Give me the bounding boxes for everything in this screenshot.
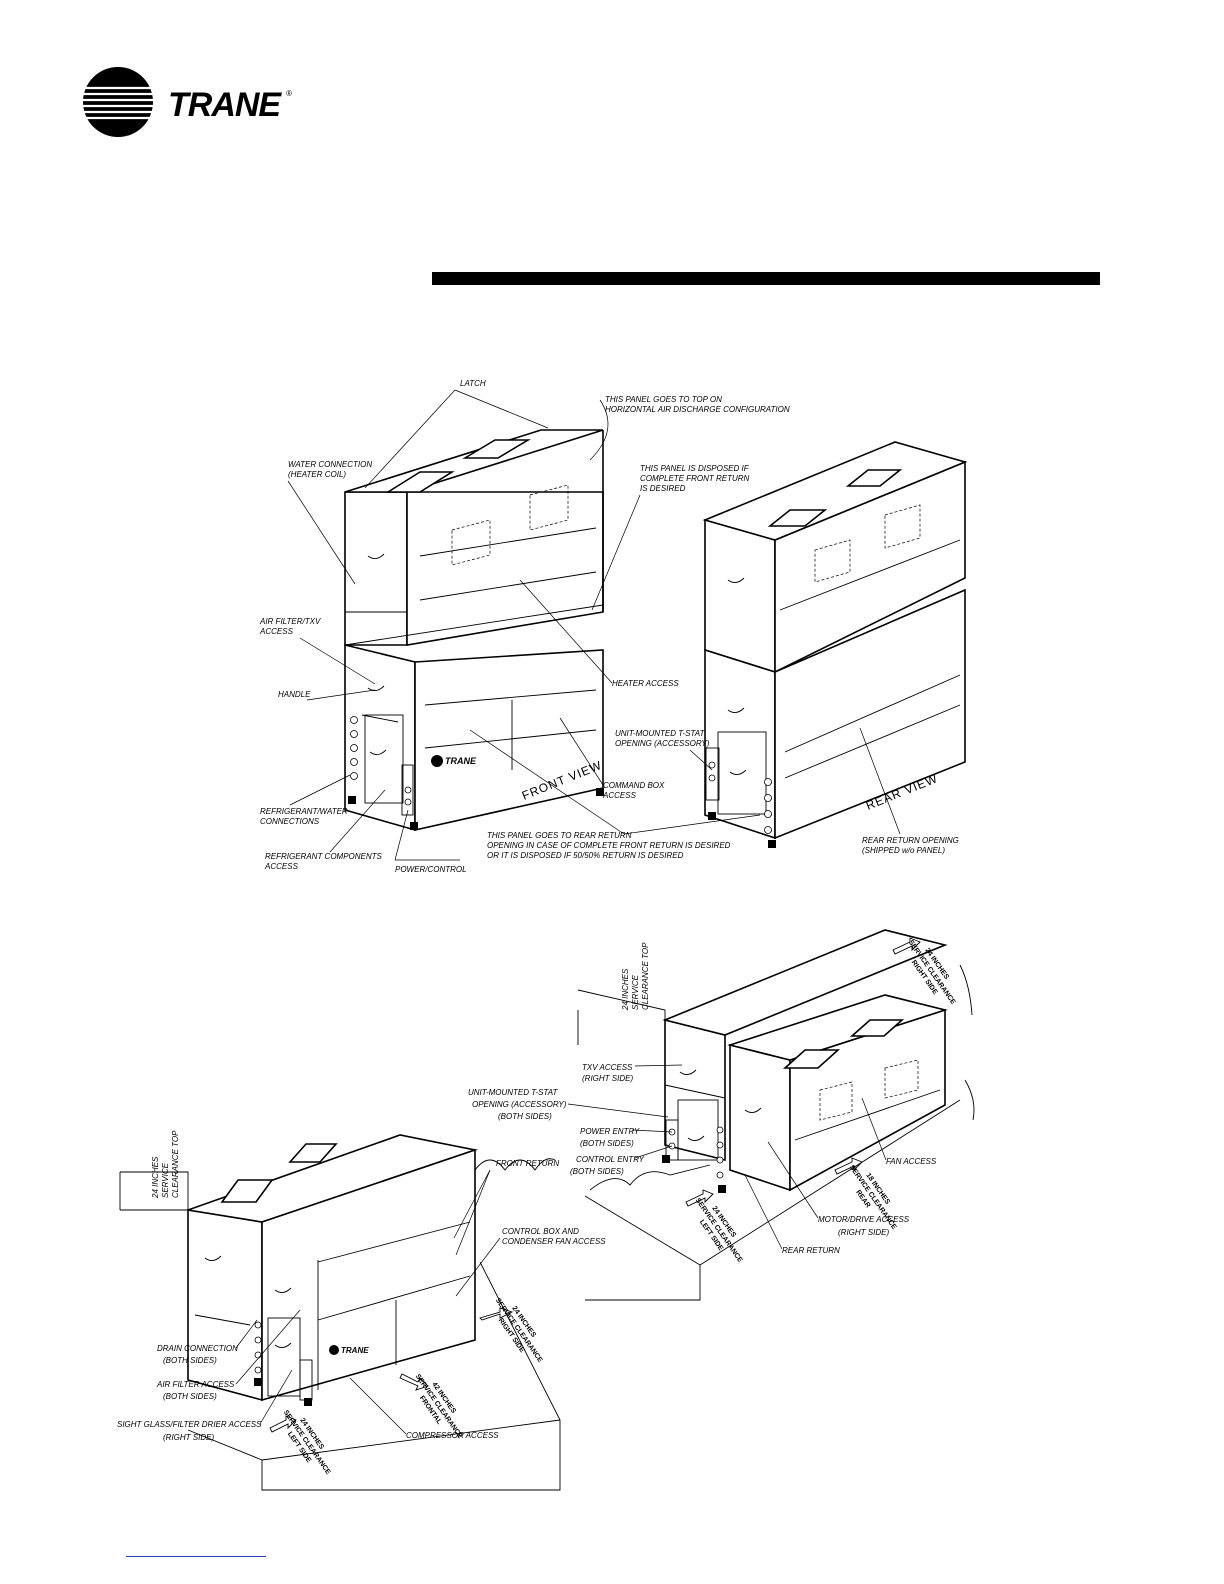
label-cbox-2: CONDENSER FAN ACCESS: [502, 1237, 606, 1246]
label-top-clear-b-3: CLEARANCE TOP: [641, 942, 650, 1010]
trane-globe-icon: TRANE ®: [82, 67, 292, 137]
label-panel-top-1: THIS PANEL GOES TO TOP ON: [605, 395, 722, 404]
label-disposed-1: THIS PANEL IS DISPOSED IF: [640, 464, 750, 473]
handle-icon: [367, 685, 385, 691]
label-compressor: COMPRESSOR ACCESS: [406, 1431, 499, 1440]
rear-view-unit: [702, 441, 968, 848]
label-refwater-2: CONNECTIONS: [260, 817, 320, 826]
label-tstat-1: UNIT-MOUNTED T-STAT: [615, 729, 705, 738]
footer-link-underline: [126, 1556, 266, 1557]
header-rule: [432, 272, 1100, 285]
registered-mark: ®: [286, 89, 292, 98]
label-tstat-b-3: (BOTH SIDES): [498, 1112, 552, 1121]
label-drain-2: (BOTH SIDES): [163, 1356, 217, 1365]
label-motor-1: MOTOR/DRIVE ACCESS: [818, 1215, 910, 1224]
label-sight-2: (RIGHT SIDE): [163, 1433, 214, 1442]
label-refwater-1: REFRIGERANT/WATER: [260, 807, 348, 816]
trane-logo: TRANE ®: [82, 66, 302, 138]
front-view-unit: TRANE: [344, 429, 604, 832]
handle-icon: [274, 1342, 292, 1348]
label-airfilter-1: AIR FILTER ACCESS: [156, 1380, 235, 1389]
handle-icon: [679, 1069, 697, 1075]
label-drain-1: DRAIN CONNECTION: [157, 1344, 238, 1353]
label-rear-opening-2: (SHIPPED w/o PANEL): [862, 846, 945, 855]
handle-icon: [367, 553, 385, 559]
label-command-2: ACCESS: [602, 791, 637, 800]
label-water-1: WATER CONNECTION: [288, 460, 372, 469]
label-power-entry-1: POWER ENTRY: [580, 1127, 640, 1136]
upper-labels: LATCH THIS PANEL GOES TO TOP ON HORIZONT…: [259, 379, 959, 874]
label-top-clear-3: CLEARANCE TOP: [171, 1130, 180, 1198]
label-power-entry-2: (BOTH SIDES): [580, 1139, 634, 1148]
label-rear-return-note-1: THIS PANEL GOES TO REAR RETURN: [487, 831, 632, 840]
handle-icon: [204, 1255, 222, 1261]
label-panel-top-2: HORIZONTAL AIR DISCHARGE CONFIGURATION: [605, 405, 790, 414]
label-top-clear-1: 24 INCHES: [151, 1156, 160, 1199]
label-disposed-2: COMPLETE FRONT RETURN: [640, 474, 750, 483]
svg-text:TRANE: TRANE: [341, 1346, 369, 1355]
lower-left-unit: TRANE: [119, 1134, 561, 1491]
label-rear-return: REAR RETURN: [782, 1246, 840, 1255]
label-power-control: POWER/CONTROL: [395, 865, 467, 874]
label-airfilter-2: (BOTH SIDES): [163, 1392, 217, 1401]
svg-text:TRANE: TRANE: [445, 756, 477, 766]
label-fan-access: FAN ACCESS: [886, 1157, 937, 1166]
label-txv-1: TXV ACCESS: [582, 1063, 633, 1072]
label-sight-1: SIGHT GLASS/FILTER DRIER ACCESS: [117, 1420, 262, 1429]
label-filter-txv-2: ACCESS: [259, 627, 294, 636]
label-command-1: COMMAND BOX: [603, 781, 665, 790]
label-refcomp-2: ACCESS: [264, 862, 299, 871]
label-rear-opening-1: REAR RETURN OPENING: [862, 836, 959, 845]
label-tstat-2: OPENING (ACCESSORY): [615, 739, 710, 748]
lower-right-unit: [577, 929, 975, 1301]
label-water-2: (HEATER COIL): [288, 470, 346, 479]
handle-icon: [369, 749, 387, 755]
label-top-clear-2: SERVICE: [161, 1162, 170, 1198]
handle-icon: [687, 1135, 705, 1141]
label-rear-return-note-3: OR IT IS DISPOSED IF 50/50% RETURN IS DE…: [487, 851, 684, 860]
label-tstat-b-1: UNIT-MOUNTED T-STAT: [468, 1088, 558, 1097]
trane-unit-badge: TRANE: [431, 755, 477, 767]
handle-icon: [727, 577, 745, 583]
label-control-entry-2: (BOTH SIDES): [570, 1167, 624, 1176]
label-latch: LATCH: [460, 379, 486, 388]
label-filter-txv-1: AIR FILTER/TXV: [259, 617, 321, 626]
label-disposed-3: IS DESIRED: [640, 484, 686, 493]
label-tstat-b-2: OPENING (ACCESSORY): [472, 1100, 567, 1109]
handle-icon: [274, 1287, 292, 1293]
label-top-clear-b-2: SERVICE: [631, 974, 640, 1010]
label-refcomp-1: REFRIGERANT COMPONENTS: [265, 852, 383, 861]
label-front-return: FRONT RETURN: [496, 1159, 559, 1168]
label-heater-access: HEATER ACCESS: [612, 679, 679, 688]
label-handle: HANDLE: [278, 690, 311, 699]
brand-wordmark: TRANE: [168, 86, 282, 124]
label-rear-return-note-2: OPENING IN CASE OF COMPLETE FRONT RETURN…: [487, 841, 731, 850]
label-motor-2: (RIGHT SIDE): [838, 1228, 889, 1237]
handle-icon: [744, 1107, 762, 1113]
handle-icon: [729, 769, 747, 775]
label-control-entry-1: CONTROL ENTRY: [576, 1155, 645, 1164]
label-txv-2: (RIGHT SIDE): [582, 1074, 633, 1083]
label-cbox-1: CONTROL BOX AND: [502, 1227, 579, 1236]
handle-icon: [727, 707, 745, 713]
label-top-clear-b-1: 24 INCHES: [621, 968, 630, 1011]
